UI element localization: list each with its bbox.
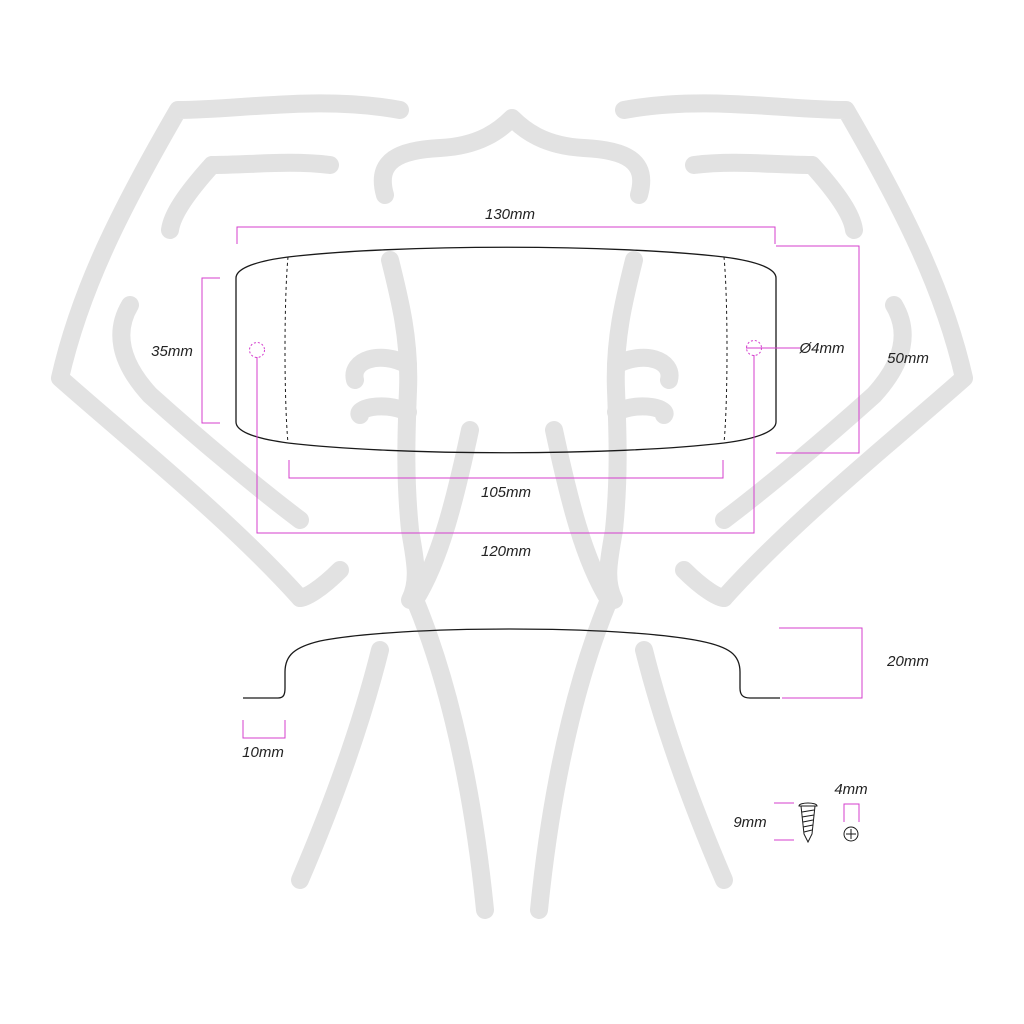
overall-length-dim-line (236, 226, 776, 244)
height-label: 20mm (886, 653, 929, 670)
right-fold-line (723, 256, 728, 444)
screw-head-dim-line (843, 803, 860, 822)
top-view-dimensions (201, 226, 860, 534)
center-width-label: 50mm (887, 350, 929, 367)
foot-length-label: 10mm (242, 744, 284, 761)
foot-length-dim-line (242, 720, 286, 739)
overall-length-label: 130mm (485, 206, 535, 223)
side-view-outline (243, 628, 780, 699)
end-width-dim-line (201, 277, 220, 424)
hole-spacing-dim-line (256, 355, 755, 534)
ornamental-logo-watermark (51, 94, 973, 919)
end-width-label: 35mm (151, 343, 193, 360)
screw-length-dim-line (774, 802, 794, 841)
hole-spacing-label: 120mm (481, 543, 531, 560)
screw-head-label: 4mm (834, 781, 867, 798)
center-length-dim-line (288, 460, 724, 479)
screw-icon (798, 802, 818, 844)
screw-length-label: 9mm (733, 814, 766, 831)
left-mounting-hole (249, 342, 265, 358)
top-view-outline (235, 246, 777, 454)
side-view-dimensions (242, 627, 863, 739)
height-dim-line (779, 627, 863, 699)
center-length-label: 105mm (481, 484, 531, 501)
phillips-screw-head-icon (843, 826, 859, 842)
center-width-dim-line (776, 245, 860, 454)
hole-diameter-label: Ø4mm (799, 340, 845, 357)
screw-dimensions (774, 802, 860, 841)
left-fold-line (284, 256, 289, 444)
